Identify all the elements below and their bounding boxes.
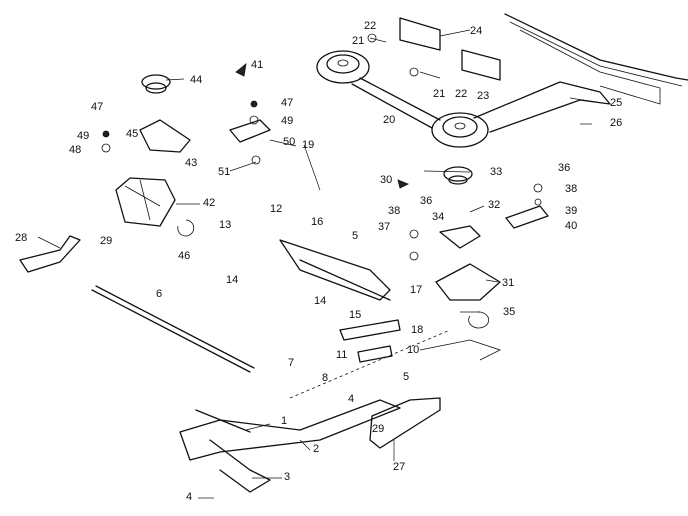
- idler-arm-assembly: [101, 74, 271, 237]
- callout-11: 11: [336, 349, 348, 361]
- callout-12: 12: [270, 203, 283, 215]
- pulley-33-assembly: [409, 166, 549, 329]
- brackets-23-24: [367, 17, 501, 81]
- callout-33: 33: [490, 166, 503, 178]
- callout-18: 18: [411, 324, 424, 336]
- pedal-lever-2: [179, 329, 451, 493]
- callout-29-b: 29: [372, 423, 385, 435]
- callout-2: 2: [313, 443, 320, 455]
- callout-44: 44: [190, 74, 203, 86]
- callout-23: 23: [477, 90, 490, 102]
- callout-10: 10: [407, 344, 420, 356]
- callout-49-b: 49: [281, 115, 294, 127]
- callout-20: 20: [383, 114, 396, 126]
- callout-35: 35: [503, 306, 516, 318]
- callout-7: 7: [288, 357, 295, 369]
- callout-13: 13: [219, 219, 232, 231]
- callout-43: 43: [185, 157, 198, 169]
- callout-28: 28: [15, 232, 28, 244]
- callout-41: 41: [251, 59, 264, 71]
- callout-38-b: 38: [388, 205, 401, 217]
- callout-26: 26: [610, 117, 623, 129]
- callout-1: 1: [281, 415, 288, 427]
- callout-21-a: 21: [352, 35, 365, 47]
- callout-19: 19: [302, 139, 315, 151]
- callout-30: 30: [380, 174, 393, 186]
- callout-45: 45: [126, 128, 139, 140]
- pulley-assembly-20: [316, 50, 611, 148]
- callout-21-b: 21: [433, 88, 446, 100]
- callout-25: 25: [610, 97, 623, 109]
- rod-assembly: [279, 239, 502, 363]
- deck-housing: [504, 13, 688, 105]
- callout-6: 6: [156, 288, 163, 300]
- callout-16: 16: [311, 216, 324, 228]
- callout-32: 32: [488, 199, 501, 211]
- callout-4-a: 4: [186, 491, 193, 503]
- callout-36-a: 36: [558, 162, 571, 174]
- callout-49-a: 49: [77, 130, 90, 142]
- callout-34: 34: [432, 211, 445, 223]
- callout-47-b: 47: [281, 97, 294, 109]
- leader-lines: [37, 29, 597, 499]
- callout-14-a: 14: [226, 274, 239, 286]
- callout-15: 15: [349, 309, 362, 321]
- callout-22-a: 22: [364, 20, 377, 32]
- callout-22-b: 22: [455, 88, 468, 100]
- callout-27: 27: [393, 461, 406, 473]
- callout-51: 51: [218, 166, 231, 178]
- callout-38-a: 38: [565, 183, 578, 195]
- callout-39: 39: [565, 205, 578, 217]
- callout-46: 46: [178, 250, 191, 262]
- shaft-6: [19, 235, 255, 373]
- callout-24: 24: [470, 25, 483, 37]
- callout-48: 48: [69, 144, 82, 156]
- callout-14-b: 14: [314, 295, 327, 307]
- callout-40: 40: [565, 220, 578, 232]
- callout-50: 50: [283, 136, 296, 148]
- callout-37: 37: [378, 221, 391, 233]
- direction-arrow-41: [235, 63, 247, 77]
- callout-47-a: 47: [91, 101, 104, 113]
- callout-5-a: 5: [352, 230, 359, 242]
- direction-arrow-30: [397, 179, 409, 189]
- callout-4-b: 4: [348, 393, 355, 405]
- callout-29-a: 29: [100, 235, 113, 247]
- callout-36-b: 36: [420, 195, 433, 207]
- callout-8: 8: [322, 372, 329, 384]
- callout-17: 17: [410, 284, 423, 296]
- callout-31: 31: [502, 277, 515, 289]
- callout-5-b: 5: [403, 371, 410, 383]
- callout-3: 3: [284, 471, 291, 483]
- callout-42: 42: [203, 197, 216, 209]
